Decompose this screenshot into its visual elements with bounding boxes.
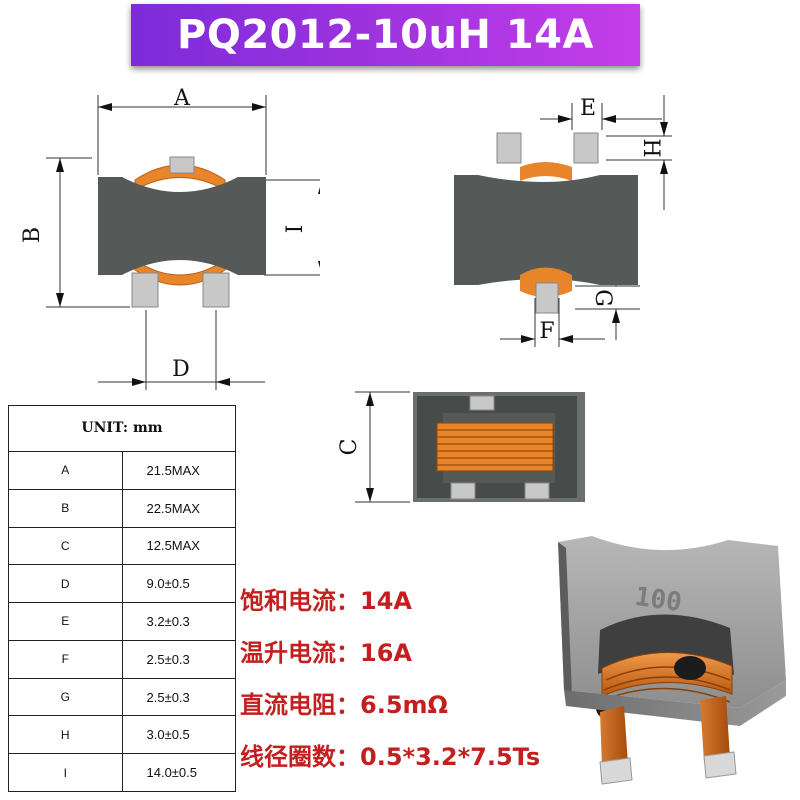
top-view-drawing: C <box>337 391 585 503</box>
table-header: UNIT: mm <box>8 405 236 452</box>
dim-label-b: B <box>20 227 45 243</box>
dim-label-g: G <box>590 289 615 307</box>
front-view-drawing: A B I D <box>20 86 320 390</box>
spec-saturation-current: 饱和电流：14A <box>240 587 412 615</box>
product-title: PQ2012-10uH 14A <box>131 4 640 66</box>
spec-rated-current: 温升电流：16A <box>240 639 412 667</box>
dim-label-i: I <box>283 225 308 234</box>
side-view-drawing: E H G F <box>454 95 672 347</box>
spec-wire-turns: 线径圈数：0.5*3.2*7.5Ts <box>240 743 541 771</box>
spec-dc-resistance: 直流电阻：6.5mΩ <box>240 691 448 719</box>
dim-label-d: D <box>172 357 190 382</box>
product-marking: 100 <box>633 582 684 618</box>
dim-label-c: C <box>337 439 362 456</box>
dim-label-h: H <box>638 138 663 157</box>
product-photo: 100 <box>558 536 786 785</box>
dim-label-a: A <box>173 86 191 111</box>
dim-label-e: E <box>580 96 596 121</box>
dim-label-f: F <box>539 319 554 344</box>
electrical-specs: 饱和电流：14A 温升电流：16A 直流电阻：6.5mΩ 线径圈数：0.5*3.… <box>240 575 580 783</box>
